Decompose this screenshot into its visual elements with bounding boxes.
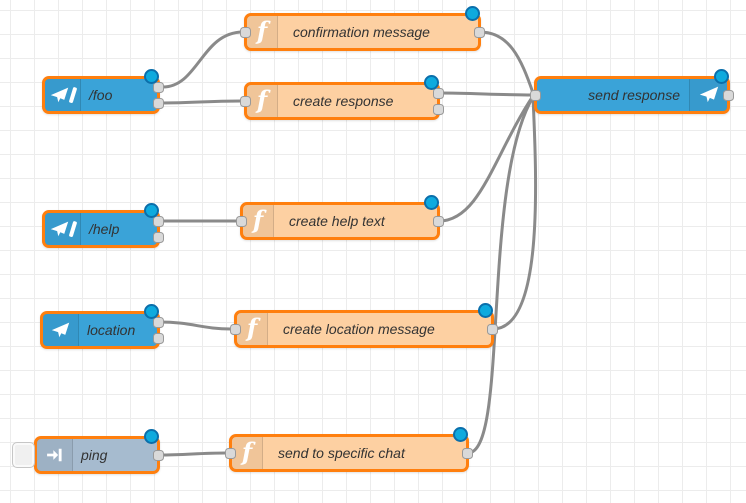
output-port-1[interactable] bbox=[153, 215, 164, 227]
wire-create-location-to-send-response[interactable] bbox=[491, 95, 538, 331]
output-port-2[interactable] bbox=[433, 103, 444, 115]
changed-indicator bbox=[144, 304, 159, 319]
output-port[interactable] bbox=[462, 447, 473, 459]
function-icon: f bbox=[243, 205, 274, 237]
changed-indicator bbox=[478, 303, 493, 318]
changed-indicator bbox=[465, 6, 480, 21]
input-port[interactable] bbox=[225, 447, 236, 459]
changed-indicator bbox=[144, 69, 159, 84]
node-ping[interactable]: ping bbox=[12, 429, 164, 474]
input-port[interactable] bbox=[230, 323, 241, 335]
node-label: create response bbox=[293, 93, 394, 109]
node-foo[interactable]: /foo bbox=[42, 69, 164, 114]
changed-indicator bbox=[424, 195, 439, 210]
output-port-2[interactable] bbox=[153, 97, 164, 109]
function-icon: f bbox=[247, 85, 278, 117]
function-icon: f bbox=[237, 313, 268, 345]
input-port[interactable] bbox=[240, 26, 251, 38]
node-label: location bbox=[87, 322, 136, 338]
paper-plane-icon bbox=[689, 79, 727, 111]
inject-arrow-icon bbox=[37, 439, 73, 471]
wire-confirmation-to-send-response[interactable] bbox=[478, 30, 535, 95]
paper-plane-slash-icon bbox=[45, 79, 81, 111]
node-label: confirmation message bbox=[293, 24, 430, 40]
node-send-response[interactable]: send response bbox=[530, 69, 734, 114]
input-port[interactable] bbox=[236, 215, 247, 227]
wire-create-help-text-to-send-response[interactable] bbox=[437, 94, 535, 223]
changed-indicator bbox=[453, 427, 468, 442]
node-label: create location message bbox=[283, 321, 435, 337]
output-port-1[interactable] bbox=[153, 81, 164, 93]
node-confirmation-message[interactable]: f confirmation message bbox=[240, 6, 485, 51]
output-port[interactable] bbox=[723, 89, 734, 101]
paper-plane-slash-icon bbox=[45, 213, 81, 245]
wire-location-to-create-location[interactable] bbox=[157, 320, 233, 331]
node-label: send to specific chat bbox=[278, 445, 405, 461]
output-port-2[interactable] bbox=[153, 332, 164, 344]
changed-indicator bbox=[424, 75, 439, 90]
output-port-2[interactable] bbox=[153, 231, 164, 243]
output-port-1[interactable] bbox=[153, 316, 164, 328]
wire-ping-to-send-to-chat[interactable] bbox=[157, 451, 228, 457]
node-create-response[interactable]: f create response bbox=[240, 75, 444, 120]
node-label: ping bbox=[81, 447, 108, 463]
changed-indicator bbox=[714, 69, 729, 84]
function-icon: f bbox=[232, 437, 263, 469]
output-port[interactable] bbox=[474, 26, 485, 38]
node-location[interactable]: location bbox=[40, 304, 164, 349]
function-icon: f bbox=[247, 16, 278, 48]
output-port[interactable] bbox=[487, 323, 498, 335]
changed-indicator bbox=[144, 429, 159, 444]
node-label: /help bbox=[89, 221, 120, 237]
node-label: /foo bbox=[89, 87, 113, 103]
input-port[interactable] bbox=[240, 95, 251, 107]
node-label: create help text bbox=[289, 213, 385, 229]
node-send-to-specific-chat[interactable]: f send to specific chat bbox=[225, 427, 473, 472]
node-help[interactable]: /help bbox=[42, 203, 164, 248]
changed-indicator bbox=[144, 203, 159, 218]
paper-plane-icon bbox=[43, 314, 79, 346]
inject-button[interactable] bbox=[12, 442, 35, 468]
node-create-help-text[interactable]: f create help text bbox=[236, 195, 444, 240]
output-port-1[interactable] bbox=[433, 87, 444, 99]
node-create-location-message[interactable]: f create location message bbox=[230, 303, 498, 348]
wire-foo-to-create-response[interactable] bbox=[161, 99, 243, 105]
output-port[interactable] bbox=[153, 449, 164, 461]
output-port[interactable] bbox=[433, 215, 444, 227]
input-port[interactable] bbox=[530, 89, 541, 101]
wire-create-response-to-send-response[interactable] bbox=[437, 91, 535, 97]
wire-send-to-chat-to-send-response[interactable] bbox=[466, 95, 535, 455]
wire-foo-to-confirmation[interactable] bbox=[161, 30, 245, 89]
node-label: send response bbox=[588, 87, 680, 103]
